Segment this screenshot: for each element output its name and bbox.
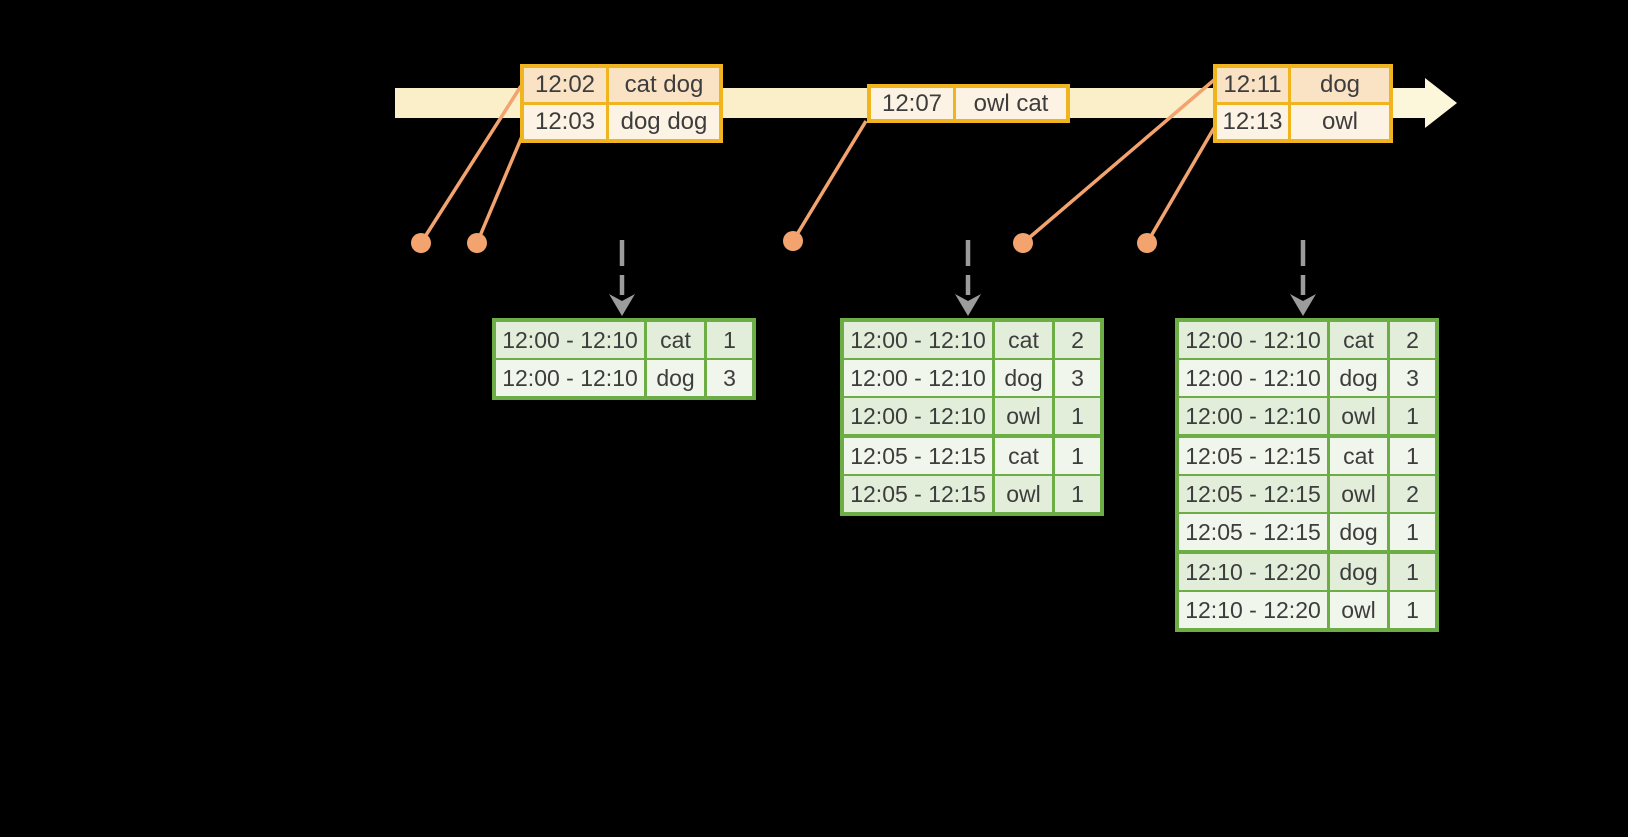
result-word: dog [995, 360, 1052, 396]
event-words: owl [1291, 105, 1389, 139]
event-words: dog [1291, 68, 1389, 102]
result-window: 12:05 - 12:15 [844, 476, 992, 512]
result-window: 12:05 - 12:15 [844, 438, 992, 474]
result-word: owl [995, 476, 1052, 512]
trigger-arrow-icon [955, 240, 981, 316]
result-word: cat [995, 322, 1052, 358]
result-row: 12:05 - 12:15 cat 1 [844, 438, 1100, 474]
result-row: 12:00 - 12:10 cat 2 [1179, 322, 1435, 358]
result-window: 12:05 - 12:15 [1179, 514, 1327, 550]
connector-line [419, 85, 523, 244]
result-count: 1 [707, 322, 752, 358]
result-word: owl [1330, 398, 1387, 434]
trigger-arrow-icon [609, 240, 635, 316]
event-row: 12:13 owl [1217, 105, 1389, 139]
result-count: 3 [707, 360, 752, 396]
event-dot-icon [467, 233, 487, 253]
result-word: dog [1330, 554, 1387, 590]
result-window: 12:00 - 12:10 [496, 322, 644, 358]
connector-line [475, 133, 525, 244]
result-row: 12:05 - 12:15 dog 1 [1179, 514, 1435, 550]
result-row: 12:00 - 12:10 dog 3 [844, 360, 1100, 396]
result-window: 12:00 - 12:10 [1179, 322, 1327, 358]
result-window: 12:05 - 12:15 [1179, 476, 1327, 512]
event-row: 12:02 cat dog [524, 68, 719, 102]
result-count: 1 [1055, 476, 1100, 512]
result-count: 1 [1390, 398, 1435, 434]
result-count: 2 [1390, 476, 1435, 512]
result-word: owl [1330, 592, 1387, 628]
result-window: 12:00 - 12:10 [496, 360, 644, 396]
result-row: 12:10 - 12:20 owl 1 [1179, 592, 1435, 628]
result-count: 3 [1390, 360, 1435, 396]
result-row: 12:05 - 12:15 owl 2 [1179, 476, 1435, 512]
timeline-band-tail [1393, 88, 1425, 118]
connector-line [791, 120, 868, 242]
event-dot-icon [411, 233, 431, 253]
result-row: 12:00 - 12:10 owl 1 [844, 398, 1100, 434]
result-window: 12:10 - 12:20 [1179, 554, 1327, 590]
result-table-2: 12:00 - 12:10 cat 2 12:00 - 12:10 dog 3 … [840, 318, 1104, 516]
result-word: cat [1330, 438, 1387, 474]
result-row: 12:00 - 12:10 cat 2 [844, 322, 1100, 358]
result-word: cat [995, 438, 1052, 474]
event-table-1202: 12:02 cat dog 12:03 dog dog [520, 64, 723, 143]
event-row: 12:07 owl cat [871, 88, 1066, 119]
result-count: 2 [1390, 322, 1435, 358]
event-words: owl cat [956, 88, 1066, 119]
result-count: 1 [1055, 438, 1100, 474]
result-table-1: 12:00 - 12:10 cat 1 12:00 - 12:10 dog 3 [492, 318, 756, 400]
result-row: 12:10 - 12:20 dog 1 [1179, 554, 1435, 590]
connector-line [1021, 78, 1216, 245]
event-time: 12:07 [871, 88, 953, 119]
event-dot-icon [1137, 233, 1157, 253]
event-time: 12:03 [524, 105, 606, 139]
connector-line [1145, 127, 1216, 244]
event-time: 12:13 [1217, 105, 1288, 139]
result-count: 1 [1390, 438, 1435, 474]
result-window: 12:00 - 12:10 [1179, 398, 1327, 434]
result-count: 1 [1390, 514, 1435, 550]
timeline-arrowhead-icon [1425, 78, 1457, 128]
event-table-1211: 12:11 dog 12:13 owl [1213, 64, 1393, 143]
result-count: 1 [1390, 592, 1435, 628]
result-row: 12:00 - 12:10 dog 3 [1179, 360, 1435, 396]
result-word: cat [647, 322, 704, 358]
result-row: 12:00 - 12:10 cat 1 [496, 322, 752, 358]
result-count: 1 [1055, 398, 1100, 434]
event-table-1207: 12:07 owl cat [867, 84, 1070, 123]
result-word: dog [647, 360, 704, 396]
result-window: 12:10 - 12:20 [1179, 592, 1327, 628]
trigger-arrow-icon [1290, 240, 1316, 316]
result-word: dog [1330, 514, 1387, 550]
result-row: 12:00 - 12:10 owl 1 [1179, 398, 1435, 434]
result-count: 3 [1055, 360, 1100, 396]
event-row: 12:11 dog [1217, 68, 1389, 102]
result-window: 12:05 - 12:15 [1179, 438, 1327, 474]
result-window: 12:00 - 12:10 [844, 360, 992, 396]
event-row: 12:03 dog dog [524, 105, 719, 139]
result-row: 12:05 - 12:15 cat 1 [1179, 438, 1435, 474]
result-word: owl [995, 398, 1052, 434]
event-dot-icon [783, 231, 803, 251]
event-time: 12:11 [1217, 68, 1288, 102]
result-word: cat [1330, 322, 1387, 358]
result-row: 12:05 - 12:15 owl 1 [844, 476, 1100, 512]
event-time: 12:02 [524, 68, 606, 102]
result-count: 1 [1390, 554, 1435, 590]
result-word: dog [1330, 360, 1387, 396]
event-words: cat dog [609, 68, 719, 102]
event-words: dog dog [609, 105, 719, 139]
result-window: 12:00 - 12:10 [844, 322, 992, 358]
result-row: 12:00 - 12:10 dog 3 [496, 360, 752, 396]
event-dot-icon [1013, 233, 1033, 253]
result-count: 2 [1055, 322, 1100, 358]
result-window: 12:00 - 12:10 [844, 398, 992, 434]
result-table-3: 12:00 - 12:10 cat 2 12:00 - 12:10 dog 3 … [1175, 318, 1439, 632]
result-word: owl [1330, 476, 1387, 512]
result-window: 12:00 - 12:10 [1179, 360, 1327, 396]
